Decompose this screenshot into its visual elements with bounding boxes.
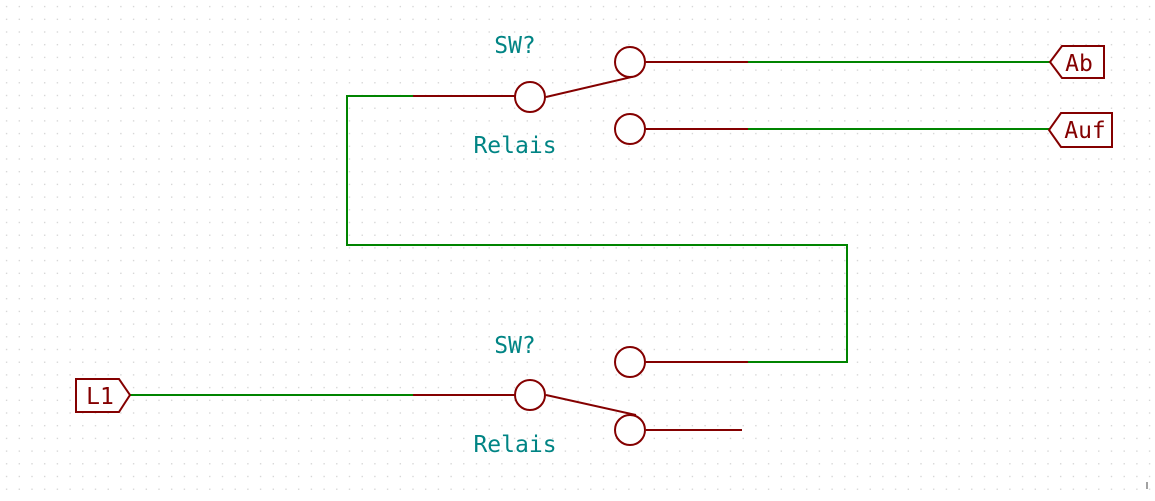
port-l1-shape [75, 378, 132, 413]
wires [129, 61, 1050, 396]
port-l1-label: L1 [86, 384, 114, 410]
wire-interconnect[interactable] [346, 95, 848, 363]
switch-reference: SW? [494, 333, 536, 359]
switch-value: Relais [473, 133, 556, 159]
switch-value: Relais [473, 432, 556, 458]
relay-switch-top[interactable]: SW? Relais [413, 33, 748, 159]
port-ab[interactable]: Ab [1048, 45, 1105, 79]
port-l1[interactable]: L1 [75, 378, 132, 413]
port-auf[interactable]: Auf [1047, 112, 1113, 148]
contact-common [514, 379, 546, 411]
switch-blade [545, 75, 637, 98]
contact-no [614, 46, 646, 78]
relay-switch-bottom[interactable]: SW? Relais [413, 333, 748, 458]
switch-blade [545, 394, 637, 416]
port-auf-label: Auf [1064, 118, 1106, 144]
contact-nc [614, 414, 646, 446]
switch-reference: SW? [494, 33, 536, 59]
contact-no [614, 346, 646, 378]
contact-common [514, 81, 546, 113]
contact-nc [614, 113, 646, 145]
port-ab-label: Ab [1065, 51, 1093, 77]
port-ab-shape [1048, 45, 1105, 79]
port-auf-shape [1047, 112, 1113, 148]
